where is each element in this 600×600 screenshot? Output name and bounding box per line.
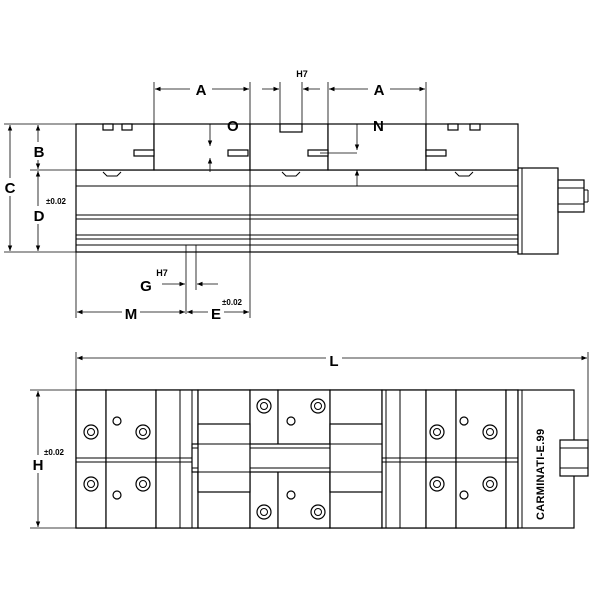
- bolt-icon: [83, 476, 99, 492]
- label-H-tolerance: ±0.02: [44, 448, 65, 457]
- label-H7-top: H7: [296, 69, 308, 79]
- label-H7-bottom: H7: [156, 268, 168, 278]
- vise-body: [75, 169, 519, 253]
- jaw-notch: [447, 123, 459, 131]
- label-O: O: [227, 118, 239, 135]
- jaw-block: [381, 389, 427, 529]
- bolt-group: [83, 398, 498, 520]
- clip: [454, 171, 474, 177]
- jaw-notch: [102, 123, 114, 131]
- bolt-icon: [286, 416, 296, 426]
- bolt-icon: [459, 490, 469, 500]
- label-N: N: [373, 118, 384, 135]
- jaw-block: [505, 389, 519, 529]
- bolt-icon: [256, 398, 272, 414]
- hex-nut: [559, 439, 589, 477]
- label-bg: [190, 80, 212, 98]
- label-D: D: [34, 208, 45, 225]
- bolt-icon: [83, 424, 99, 440]
- jaw-notch: [469, 123, 481, 131]
- bolt-icon: [310, 398, 326, 414]
- label-M: M: [125, 306, 138, 323]
- left-jaw: [75, 123, 155, 171]
- bolt-icon: [135, 424, 151, 440]
- label-G: G: [140, 278, 152, 295]
- bolt-icon: [482, 476, 498, 492]
- label-bg: [208, 304, 224, 322]
- label-bg: [30, 455, 46, 473]
- right-center-jaw-2: [327, 123, 427, 171]
- jaw-block: [425, 389, 457, 529]
- jaw-block: [455, 389, 507, 529]
- bolt-icon: [310, 504, 326, 520]
- bolt-icon: [459, 416, 469, 426]
- pin: [133, 149, 155, 157]
- bolt-icon: [482, 424, 498, 440]
- side-view: A H7 A O N C B D ±: [3, 69, 589, 323]
- bolt-icon: [429, 424, 445, 440]
- jaw-notch: [121, 123, 133, 131]
- bolt-icon: [112, 416, 122, 426]
- bolt-icon: [256, 504, 272, 520]
- label-E: E: [211, 306, 221, 323]
- pin: [425, 149, 447, 157]
- label-B: B: [34, 144, 45, 161]
- label-H: H: [33, 457, 44, 474]
- label-bg: [32, 142, 46, 160]
- jaw-block: [105, 389, 157, 529]
- clip: [281, 171, 301, 177]
- label-L: L: [329, 353, 338, 370]
- key-slot: [279, 123, 303, 133]
- jaw-block: [75, 389, 107, 529]
- label-bg: [3, 178, 17, 196]
- slide-plate: [197, 423, 251, 493]
- label-C: C: [5, 180, 16, 197]
- clip: [102, 171, 122, 177]
- bolt-icon: [286, 490, 296, 500]
- label-bg: [368, 80, 390, 98]
- jaw-block: [155, 389, 199, 529]
- label-bg: [122, 304, 140, 322]
- right-center-jaw: [249, 123, 329, 171]
- right-jaw: [425, 123, 519, 171]
- label-bg: [326, 350, 342, 368]
- top-view: L H ±0.02: [30, 350, 589, 529]
- bolt-icon: [112, 490, 122, 500]
- bolt-icon: [429, 476, 445, 492]
- hex-nut: [557, 179, 585, 213]
- label-bg: [32, 206, 46, 224]
- label-D-tolerance: ±0.02: [46, 197, 67, 206]
- label-A-left: A: [196, 82, 207, 99]
- end-block: [517, 167, 559, 255]
- label-A-right: A: [374, 82, 385, 99]
- label-E-tolerance: ±0.02: [222, 298, 243, 307]
- brand-label: CARMINATI-E.99: [535, 429, 547, 520]
- pin: [227, 149, 249, 157]
- bolt-icon: [135, 476, 151, 492]
- slide-plate: [329, 423, 383, 493]
